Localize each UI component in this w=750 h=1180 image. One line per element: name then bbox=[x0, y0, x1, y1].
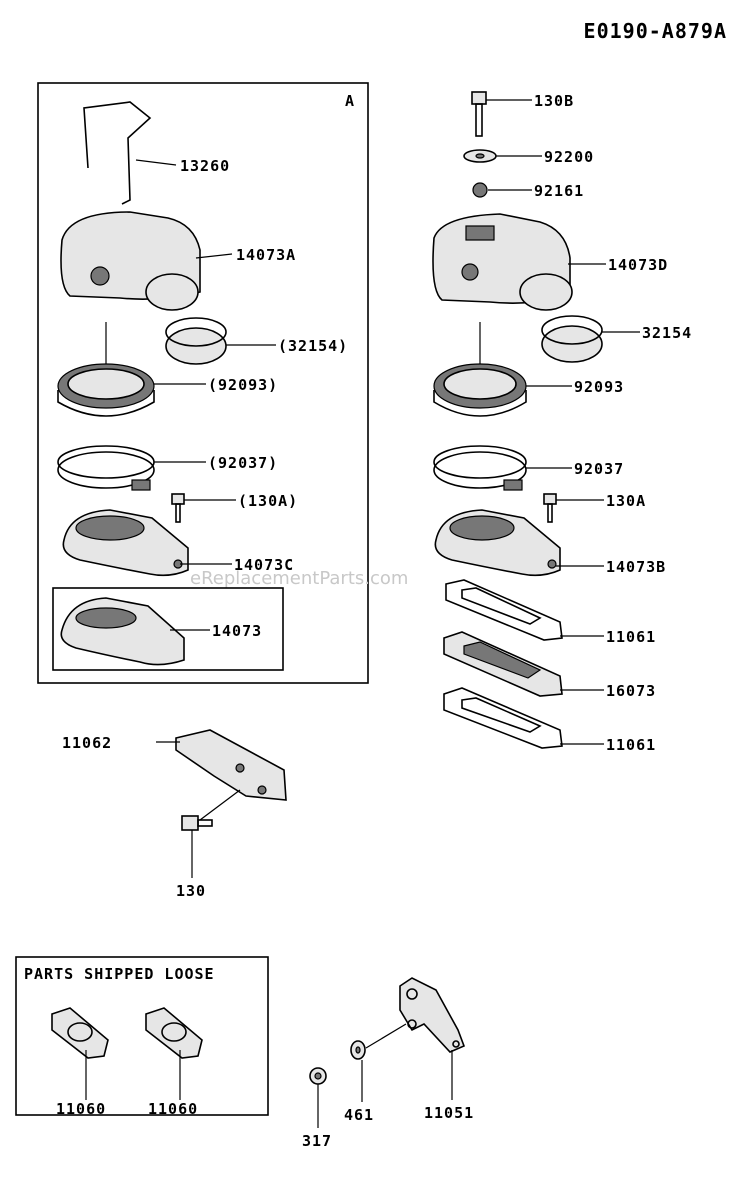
washer-461 bbox=[350, 1040, 366, 1060]
ring-92093-left bbox=[57, 363, 155, 417]
bolt-130B bbox=[471, 91, 487, 137]
watermark: eReplacementParts.com bbox=[190, 568, 408, 589]
plate-16073 bbox=[443, 631, 563, 697]
group-a-label: A bbox=[345, 92, 355, 110]
wire-link-13260 bbox=[83, 101, 152, 205]
nut-317 bbox=[309, 1067, 327, 1085]
callout-130B: 130B bbox=[534, 92, 574, 110]
callout-11061-top: 11061 bbox=[606, 628, 656, 646]
clamp-92037-right bbox=[433, 445, 527, 491]
base-14073C bbox=[62, 509, 189, 577]
clamp-92037-left bbox=[57, 445, 155, 491]
bolt-130 bbox=[181, 815, 213, 831]
nut-92161 bbox=[472, 182, 488, 198]
cover-14073D bbox=[432, 213, 573, 311]
callout-317: 317 bbox=[302, 1132, 332, 1150]
gasket-11060-right bbox=[145, 1007, 203, 1059]
callout-461: 461 bbox=[344, 1106, 374, 1124]
callout-92093-left: (92093) bbox=[208, 376, 278, 394]
gasket-11060-left bbox=[51, 1007, 109, 1059]
callout-11060-left: 11060 bbox=[56, 1100, 106, 1118]
bracket-11051 bbox=[399, 977, 466, 1053]
callout-13260: 13260 bbox=[180, 157, 230, 175]
callout-92093-right: 92093 bbox=[574, 378, 624, 396]
callout-92200: 92200 bbox=[544, 148, 594, 166]
bolt-130A-right bbox=[543, 493, 557, 523]
callout-32154-right: 32154 bbox=[642, 324, 692, 342]
callout-11061-bottom: 11061 bbox=[606, 736, 656, 754]
callout-16073: 16073 bbox=[606, 682, 656, 700]
base-14073B bbox=[434, 509, 561, 577]
loose-parts-title: PARTS SHIPPED LOOSE bbox=[24, 965, 215, 983]
callout-14073A: 14073A bbox=[236, 246, 296, 264]
callout-11062: 11062 bbox=[62, 734, 112, 752]
bolt-130A-left bbox=[171, 493, 185, 523]
callout-92161: 92161 bbox=[534, 182, 584, 200]
gasket-11061-bottom bbox=[443, 687, 563, 749]
callout-130: 130 bbox=[176, 882, 206, 900]
callout-11060-right: 11060 bbox=[148, 1100, 198, 1118]
callout-92037-left: (92037) bbox=[208, 454, 278, 472]
sleeve-32154-right bbox=[541, 315, 603, 363]
bracket-11062 bbox=[175, 729, 287, 801]
callout-92037-right: 92037 bbox=[574, 460, 624, 478]
group-a-frame bbox=[37, 82, 369, 684]
sub-box-14073 bbox=[52, 587, 284, 671]
diagram-code: E0190-A879A bbox=[584, 19, 727, 43]
base-14073 bbox=[60, 597, 185, 666]
callout-14073C: 14073C bbox=[234, 556, 294, 574]
callout-130A-right: 130A bbox=[606, 492, 646, 510]
callout-11051: 11051 bbox=[424, 1104, 474, 1122]
sleeve-32154-left bbox=[165, 317, 227, 365]
callout-14073B: 14073B bbox=[606, 558, 666, 576]
callout-32154-left: (32154) bbox=[278, 337, 348, 355]
callout-130A-left: (130A) bbox=[238, 492, 298, 510]
callout-14073D: 14073D bbox=[608, 256, 668, 274]
washer-92200 bbox=[463, 149, 497, 163]
ring-92093-right bbox=[433, 363, 527, 417]
cover-14073A bbox=[60, 211, 201, 311]
callout-14073: 14073 bbox=[212, 622, 262, 640]
loose-parts-frame bbox=[15, 956, 269, 1116]
gasket-11061-top bbox=[445, 579, 563, 641]
